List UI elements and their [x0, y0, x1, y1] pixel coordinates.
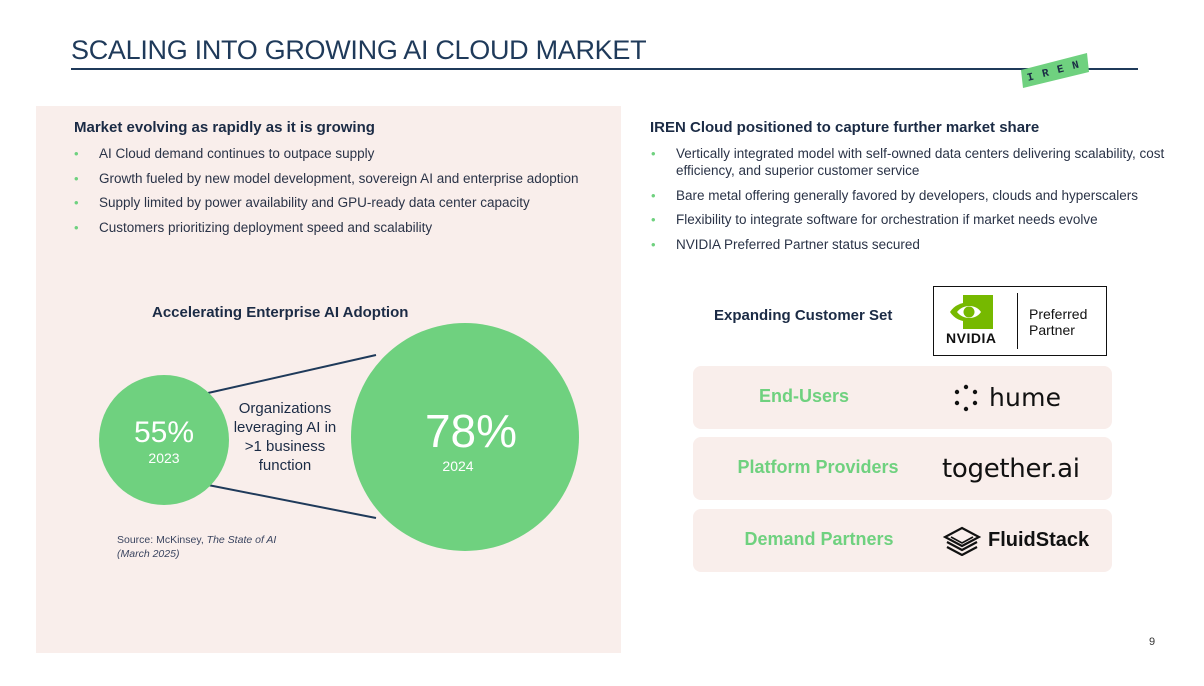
hume-wordmark: hume	[989, 383, 1062, 412]
svg-text:E: E	[1056, 64, 1066, 77]
list-item: NVIDIA Preferred Partner status secured	[651, 236, 1171, 253]
customer-row-label: Platform Providers	[737, 457, 899, 477]
source-note: Source: McKinsey, The State of AI (March…	[117, 533, 276, 561]
bubble-2024	[351, 323, 579, 551]
nvidia-eye-icon	[950, 295, 993, 329]
list-item: AI Cloud demand continues to outpace sup…	[74, 145, 614, 162]
customer-row-label: End-Users	[758, 386, 850, 406]
right-heading: IREN Cloud positioned to capture further…	[650, 119, 1040, 136]
source-date: (March 2025)	[117, 548, 180, 560]
customer-heading: Expanding Customer Set	[714, 307, 893, 324]
list-item: Supply limited by power availability and…	[74, 194, 614, 211]
page-number: 9	[1149, 636, 1156, 648]
page-title: SCALING INTO GROWING AI CLOUD MARKET	[71, 35, 647, 65]
list-item: Customers prioritizing deployment speed …	[74, 219, 614, 236]
fluidstack-wordmark: FluidStack	[988, 529, 1090, 551]
customer-row-label: Demand Partners	[744, 529, 894, 549]
chart-center-label: Organizations leveraging AI in >1 busine…	[233, 400, 337, 474]
svg-text:N: N	[1071, 60, 1080, 73]
nvidia-preferred-partner-badge: NVIDIA Preferred Partner	[933, 286, 1107, 356]
connector-line-top	[207, 354, 377, 394]
badge-divider	[1017, 293, 1018, 349]
source-prefix: Source: McKinsey,	[117, 534, 207, 546]
together-ai-wordmark: together.ai	[942, 453, 1080, 484]
fluidstack-logo: FluidStack	[943, 509, 1089, 572]
title-rule	[71, 68, 1138, 70]
adoption-chart: 55% 2023 78% 2024	[99, 323, 579, 551]
list-item: Bare metal offering generally favored by…	[651, 187, 1171, 204]
bubble-2024-year: 2024	[442, 458, 473, 474]
source-title: The State of AI	[206, 534, 277, 546]
list-item: Growth fueled by new model development, …	[74, 170, 614, 187]
customer-row-end-users: End-Users hume	[693, 366, 1112, 429]
bubble-2023-year: 2023	[148, 450, 179, 466]
connector-line-bottom	[207, 484, 377, 519]
customer-row-platform-providers: Platform Providers together.ai	[693, 437, 1112, 500]
svg-text:R: R	[1041, 68, 1051, 81]
nvidia-wordmark: NVIDIA	[946, 330, 997, 346]
preferred-partner-line-2: Partner	[1029, 322, 1075, 338]
preferred-partner-text: Preferred Partner	[1029, 306, 1087, 338]
fluidstack-layers-icon	[943, 526, 981, 556]
left-bullet-list: AI Cloud demand continues to outpace sup…	[74, 145, 614, 243]
customer-row-demand-partners: Demand Partners FluidStack	[693, 509, 1112, 572]
hume-dots-icon	[954, 384, 978, 411]
preferred-partner-line-1: Preferred	[1029, 306, 1088, 322]
svg-text:I: I	[1026, 72, 1035, 85]
iren-logo: I R E N	[1021, 53, 1089, 88]
left-heading: Market evolving as rapidly as it is grow…	[74, 119, 375, 136]
bubble-2023	[99, 375, 229, 505]
hume-logo: hume	[951, 366, 1061, 429]
list-item: Vertically integrated model with self-ow…	[651, 145, 1171, 179]
list-item: Flexibility to integrate software for or…	[651, 211, 1171, 228]
right-bullet-list: Vertically integrated model with self-ow…	[651, 145, 1171, 260]
bubble-2024-value: 78%	[425, 405, 517, 457]
together-ai-logo: together.ai	[942, 437, 1080, 500]
bubble-2023-value: 55%	[134, 416, 194, 449]
chart-title: Accelerating Enterprise AI Adoption	[152, 304, 409, 321]
